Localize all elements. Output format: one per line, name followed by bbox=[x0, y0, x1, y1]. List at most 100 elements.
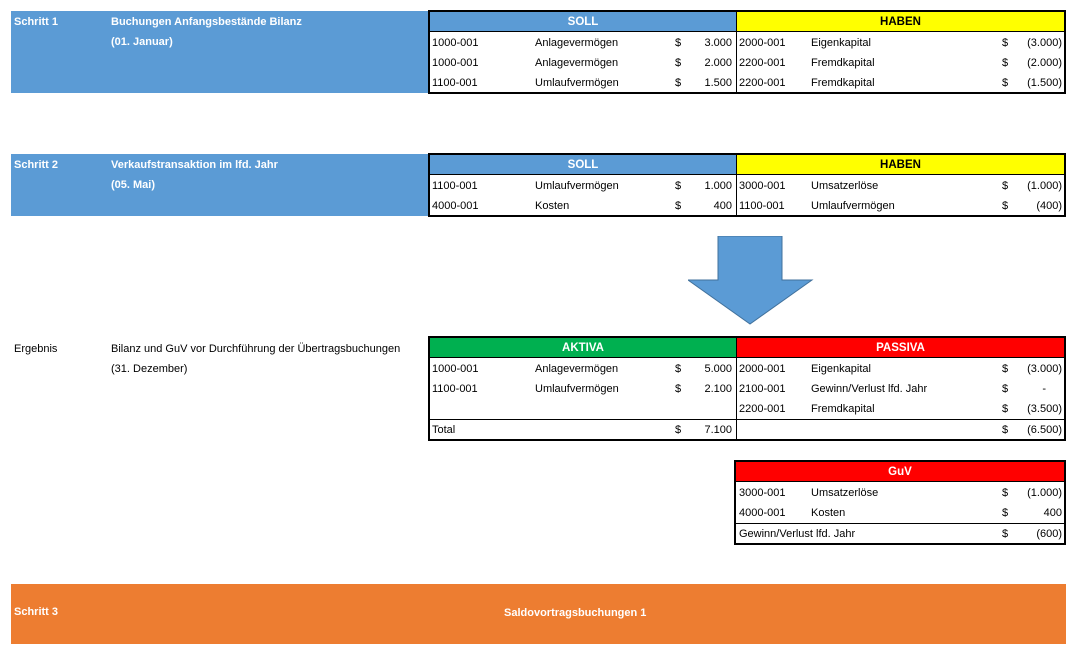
passiva-header: PASSIVA bbox=[736, 338, 1064, 358]
amount: - bbox=[1042, 383, 1046, 395]
aktiva-total-row: Total $ 7.100 bbox=[430, 420, 736, 440]
account-name: Umlaufvermögen bbox=[535, 77, 619, 89]
amount: 3.000 bbox=[704, 37, 732, 49]
currency: $ bbox=[675, 424, 682, 436]
currency: $ bbox=[1002, 77, 1009, 89]
step2-soll-row: 4000-001 Kosten $ 400 bbox=[430, 196, 736, 216]
guv-table: GuV 3000-001 Umsatzerlöse $ (1.000) 4000… bbox=[734, 460, 1066, 545]
amount: (1.500) bbox=[1027, 77, 1062, 89]
account-name: Anlagevermögen bbox=[535, 363, 619, 375]
amount: 400 bbox=[713, 200, 732, 212]
step2-soll-row: 1100-001 Umlaufvermögen $ 1.000 bbox=[430, 176, 736, 196]
currency: $ bbox=[675, 363, 682, 375]
currency: $ bbox=[1002, 200, 1009, 212]
amount: (3.000) bbox=[1027, 37, 1062, 49]
passiva-total-row: $ (6.500) bbox=[737, 420, 1064, 440]
account-number: 1100-001 bbox=[432, 180, 478, 192]
account-name: Kosten bbox=[535, 200, 570, 212]
account-name: Eigenkapital bbox=[811, 37, 871, 49]
currency: $ bbox=[675, 180, 682, 192]
amount: (1.000) bbox=[1027, 180, 1062, 192]
amount: (3.500) bbox=[1027, 403, 1062, 415]
amount: 2.000 bbox=[704, 57, 732, 69]
account-number: 2200-001 bbox=[739, 57, 786, 69]
account-number: 3000-001 bbox=[739, 487, 786, 499]
account-number: 2000-001 bbox=[739, 37, 786, 49]
amount: 7.100 bbox=[704, 424, 732, 436]
account-number: 1000-001 bbox=[432, 37, 479, 49]
account-number: 2200-001 bbox=[739, 403, 786, 415]
total-label: Gewinn/Verlust lfd. Jahr bbox=[739, 528, 856, 540]
amount: (3.000) bbox=[1027, 363, 1062, 375]
step1-soll-row: 1100-001 Umlaufvermögen $ 1.500 bbox=[430, 73, 736, 93]
step2-haben-header: HABEN bbox=[736, 155, 1064, 175]
account-name: Gewinn/Verlust lfd. Jahr bbox=[811, 383, 928, 395]
step2-booking-table: SOLL HABEN 1100-001 Umlaufvermögen $ 1.0… bbox=[428, 153, 1066, 217]
account-name: Fremdkapital bbox=[811, 403, 875, 415]
account-name: Anlagevermögen bbox=[535, 57, 619, 69]
step1-booking-table: SOLL HABEN 1000-001 Anlagevermögen $ 3.0… bbox=[428, 10, 1066, 94]
step1-date: (01. Januar) bbox=[111, 36, 173, 48]
step1-soll-row: 1000-001 Anlagevermögen $ 2.000 bbox=[430, 53, 736, 73]
aktiva-row: 1000-001 Anlagevermögen $ 5.000 bbox=[430, 359, 736, 379]
account-name: Anlagevermögen bbox=[535, 37, 619, 49]
guv-row: 3000-001 Umsatzerlöse $ (1.000) bbox=[737, 483, 1064, 503]
account-name: Umsatzerlöse bbox=[811, 487, 879, 499]
balance-sheet-table: AKTIVA PASSIVA 1000-001 Anlagevermögen $… bbox=[428, 336, 1066, 441]
account-number: 2000-001 bbox=[739, 363, 786, 375]
account-number: 4000-001 bbox=[739, 507, 786, 519]
amount: 1.000 bbox=[704, 180, 732, 192]
account-number: 4000-001 bbox=[432, 200, 479, 212]
account-name: Fremdkapital bbox=[811, 57, 875, 69]
currency: $ bbox=[1002, 57, 1009, 69]
step2-band: Schritt 2 Verkaufstransaktion im lfd. Ja… bbox=[11, 154, 428, 216]
step1-haben-header: HABEN bbox=[736, 12, 1064, 32]
step3-title: Saldovortragsbuchungen 1 bbox=[504, 607, 647, 619]
currency: $ bbox=[1002, 528, 1009, 540]
currency: $ bbox=[675, 200, 682, 212]
step3-label: Schritt 3 bbox=[14, 606, 59, 618]
step1-band: Schritt 1 Buchungen Anfangsbestände Bila… bbox=[11, 11, 428, 93]
currency: $ bbox=[1002, 363, 1009, 375]
step1-label: Schritt 1 bbox=[14, 16, 59, 28]
step2-date: (05. Mai) bbox=[111, 179, 156, 191]
step2-label: Schritt 2 bbox=[14, 159, 59, 171]
step1-soll-header: SOLL bbox=[430, 12, 736, 32]
step2-haben-row: 1100-001 Umlaufvermögen $ (400) bbox=[737, 196, 1064, 216]
step1-title: Buchungen Anfangsbestände Bilanz bbox=[111, 16, 302, 28]
currency: $ bbox=[1002, 424, 1009, 436]
amount: 5.000 bbox=[704, 363, 732, 375]
step1-soll-row: 1000-001 Anlagevermögen $ 3.000 bbox=[430, 33, 736, 53]
aktiva-header: AKTIVA bbox=[430, 338, 736, 358]
guv-total-row: Gewinn/Verlust lfd. Jahr $ (600) bbox=[737, 524, 1064, 544]
account-name: Umlaufvermögen bbox=[811, 200, 895, 212]
step2-soll-header: SOLL bbox=[430, 155, 736, 175]
amount: (400) bbox=[1036, 200, 1062, 212]
passiva-row: 2200-001 Fremdkapital $ (3.500) bbox=[737, 399, 1064, 419]
amount: 400 bbox=[1043, 507, 1062, 519]
account-name: Eigenkapital bbox=[811, 363, 871, 375]
amount: (600) bbox=[1036, 528, 1062, 540]
amount: (2.000) bbox=[1027, 57, 1062, 69]
result-label: Ergebnis bbox=[14, 343, 58, 355]
amount: (1.000) bbox=[1027, 487, 1062, 499]
passiva-row: 2000-001 Eigenkapital $ (3.000) bbox=[737, 359, 1064, 379]
account-name: Umlaufvermögen bbox=[535, 180, 619, 192]
step3-band: Schritt 3 Saldovortragsbuchungen 1 bbox=[11, 584, 1066, 644]
currency: $ bbox=[1002, 180, 1009, 192]
guv-header: GuV bbox=[736, 462, 1064, 482]
currency: $ bbox=[1002, 37, 1009, 49]
account-name: Kosten bbox=[811, 507, 846, 519]
down-arrow-icon bbox=[688, 236, 814, 325]
account-name: Fremdkapital bbox=[811, 77, 875, 89]
result-title: Bilanz und GuV vor Durchführung der Über… bbox=[111, 343, 401, 355]
currency: $ bbox=[1002, 507, 1009, 519]
amount: 1.500 bbox=[704, 77, 732, 89]
currency: $ bbox=[675, 37, 682, 49]
account-name: Umlaufvermögen bbox=[535, 383, 619, 395]
amount: (6.500) bbox=[1027, 424, 1062, 436]
account-name: Umsatzerlöse bbox=[811, 180, 879, 192]
account-number: 1000-001 bbox=[432, 363, 479, 375]
currency: $ bbox=[1002, 403, 1009, 415]
currency: $ bbox=[675, 77, 682, 89]
